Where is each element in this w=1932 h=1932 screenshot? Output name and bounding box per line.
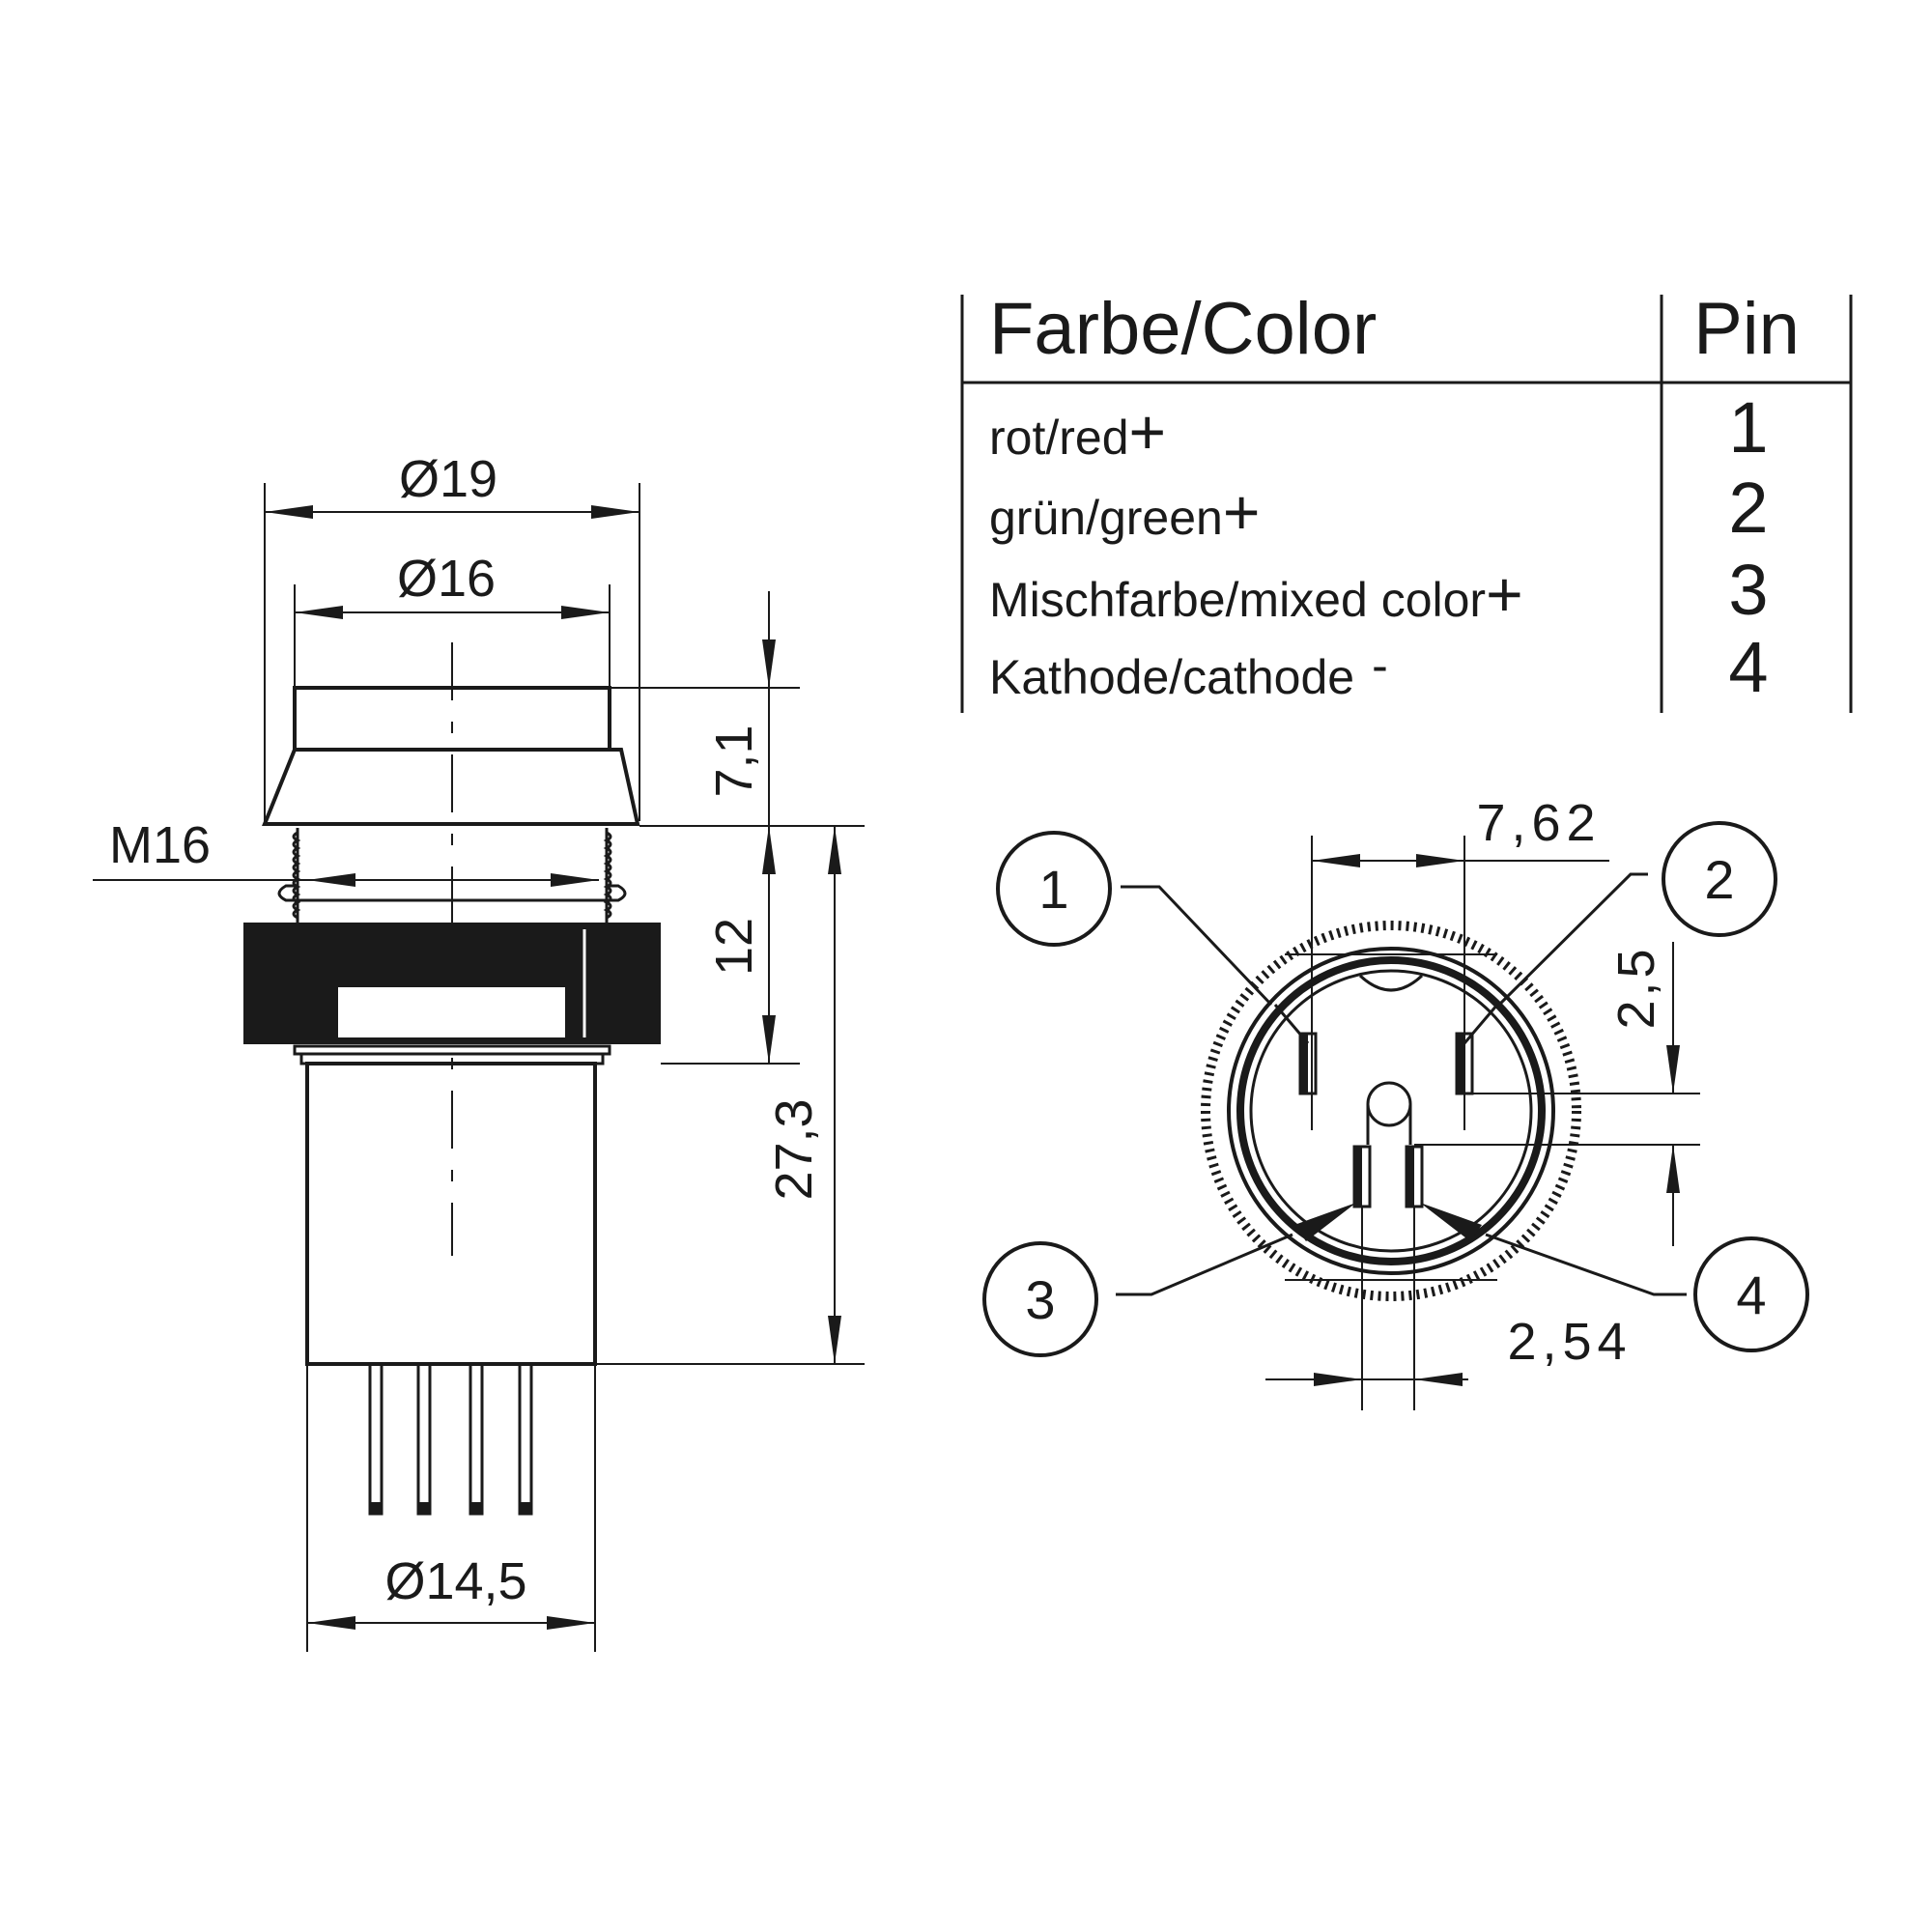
dim-outer-diameter-label: Ø19: [399, 450, 497, 508]
dim-pin-spacing-narrow: 2,54: [1265, 1313, 1632, 1386]
dim-thread-length: 12: [705, 826, 776, 1064]
led-body: [305, 1062, 597, 1366]
table-row: grün/green+ 2: [989, 468, 1769, 548]
side-view: Ø19 Ø16 M16 7,1 12: [93, 450, 865, 1652]
table-row: Kathode/cathode- 4: [989, 627, 1769, 707]
dim-row-offset-label: 2,5: [1607, 945, 1665, 1029]
row-color-label: Kathode/cathode: [989, 650, 1354, 704]
row-polarity: -: [1372, 639, 1388, 693]
dim-body-diameter-label: Ø14,5: [384, 1552, 526, 1610]
callout-2: 2: [1497, 821, 1777, 1007]
row-polarity: +: [1223, 476, 1261, 548]
svg-text:Mischfarbe/mixed color+: Mischfarbe/mixed color+: [989, 558, 1523, 630]
table-header-color: Farbe/Color: [989, 288, 1377, 370]
row-polarity: +: [1486, 558, 1523, 630]
front-view: 7,62 2,5 2,54 1 2 3: [982, 794, 1809, 1410]
knurled-ring: [1201, 921, 1581, 1301]
dim-pin-spacing-wide: 7,62: [1312, 794, 1609, 867]
row-color-label: rot/red: [989, 411, 1129, 465]
dim-thread: M16: [93, 816, 599, 887]
svg-text:grün/green+: grün/green+: [989, 476, 1260, 548]
svg-text:Kathode/cathode-: Kathode/cathode-: [989, 639, 1388, 704]
row-pin-number: 2: [1728, 468, 1768, 548]
pins: [368, 1362, 533, 1516]
table-header-pin: Pin: [1693, 288, 1800, 370]
dim-bezel-diameter: Ø16: [294, 550, 611, 688]
thread: [277, 828, 627, 923]
dim-bezel-height: 7,1: [705, 591, 776, 826]
callout-4-label: 4: [1736, 1264, 1766, 1325]
row-pin-number: 3: [1728, 550, 1768, 630]
pin-table: Farbe/Color Pin rot/red+ 1 grün/green+ 2…: [960, 288, 1853, 713]
row-polarity: +: [1129, 396, 1167, 468]
nut-window: [338, 987, 565, 1037]
dim-total-length-label: 27,3: [765, 1098, 823, 1200]
callout-4: 4: [1485, 1233, 1809, 1352]
dim-outer-diameter: Ø19: [264, 450, 640, 821]
row-color-label: grün/green: [989, 491, 1223, 545]
svg-text:rot/red+: rot/red+: [989, 396, 1166, 468]
callout-2-label: 2: [1704, 849, 1734, 910]
row-color-label: Mischfarbe/mixed color: [989, 573, 1486, 627]
dim-thread-label: M16: [109, 816, 211, 874]
dim-pin-spacing-narrow-label: 2,54: [1507, 1313, 1632, 1371]
bezel-flange: [262, 748, 640, 826]
dim-pin-spacing-wide-label: 7,62: [1476, 794, 1601, 852]
dim-row-offset: 2,5: [1607, 942, 1680, 1246]
dim-thread-length-label: 12: [705, 918, 763, 976]
front-pins: [1298, 1032, 1474, 1208]
dim-total-length: 27,3: [765, 826, 841, 1364]
callout-1-label: 1: [1038, 859, 1068, 920]
row-pin-number: 4: [1728, 627, 1768, 707]
callout-3-label: 3: [1025, 1269, 1055, 1330]
dim-body-diameter: Ø14,5: [306, 1364, 596, 1652]
callout-3: 3: [982, 1233, 1293, 1357]
callout-1: 1: [996, 831, 1273, 1007]
dim-bezel-diameter-label: Ø16: [397, 550, 496, 608]
dim-bezel-height-label: 7,1: [705, 724, 763, 797]
row-pin-number: 1: [1728, 387, 1768, 468]
table-row: Mischfarbe/mixed color+ 3: [989, 550, 1769, 630]
table-row: rot/red+ 1: [989, 387, 1769, 468]
lens-ring: [1236, 956, 1546, 1265]
